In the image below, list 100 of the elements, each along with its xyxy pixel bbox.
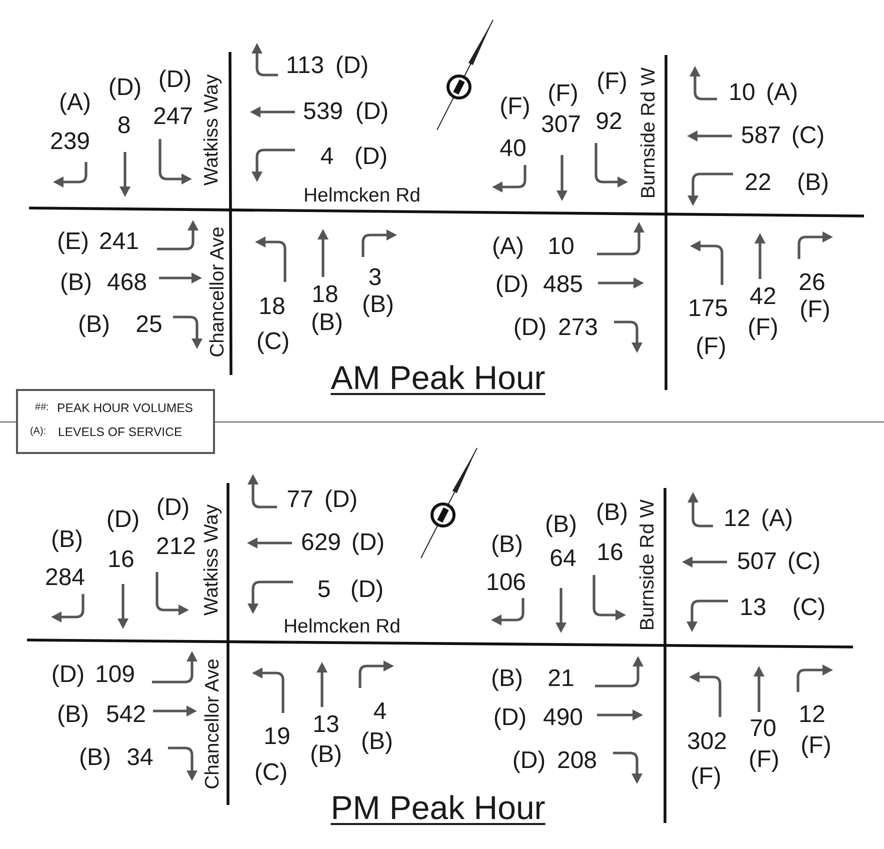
traffic-volume: 542 (106, 703, 146, 727)
service-level: (B) (362, 293, 394, 317)
service-level: (C) (792, 596, 826, 620)
traffic-volume: 25 (136, 313, 162, 337)
service-level: (F) (800, 734, 832, 758)
traffic-volume: 106 (486, 571, 526, 595)
street-name: Chancellor Ave (203, 658, 223, 790)
traffic-volume: 629 (300, 531, 342, 555)
service-level: (D) (354, 145, 388, 169)
service-level: (D) (108, 76, 142, 100)
service-level: (B) (797, 171, 829, 195)
service-level: (F) (696, 335, 726, 359)
street-name: Watkiss Way (202, 74, 222, 186)
traffic-volume: 109 (94, 663, 136, 687)
service-level: (B) (310, 743, 342, 767)
traffic-volume: 77 (286, 488, 314, 512)
traffic-volume: 40 (500, 137, 526, 161)
traffic-volume: 175 (688, 297, 728, 321)
legend-text: LEVELS OF SERVICE (58, 426, 182, 438)
service-level: (C) (256, 330, 290, 354)
service-level: (B) (596, 501, 628, 525)
traffic-volume: 12 (798, 703, 826, 727)
service-level: (F) (596, 70, 628, 94)
traffic-volume: 8 (117, 114, 131, 138)
traffic-volume: 42 (750, 285, 776, 309)
traffic-volume: 92 (596, 110, 622, 134)
service-level: (F) (800, 298, 830, 322)
service-level: (C) (787, 550, 821, 574)
legend-key: (A): (30, 427, 46, 437)
street-name: Burnside Rd W (638, 499, 658, 631)
service-level: (C) (254, 761, 288, 785)
traffic-volume: 18 (312, 283, 338, 307)
service-level: (D) (335, 54, 369, 78)
service-level: (B) (491, 533, 523, 557)
legend-key: ##: (35, 403, 49, 413)
street-name: Helmcken Rd (283, 617, 401, 637)
traffic-volume: 113 (286, 54, 324, 78)
traffic-volume: 490 (542, 706, 584, 730)
panel-heading: AM Peak Hour (330, 359, 546, 397)
service-level: (D) (158, 68, 192, 92)
street-name: Burnside Rd W (639, 67, 659, 199)
service-level: (F) (748, 748, 780, 772)
legend-text: PEAK HOUR VOLUMES (57, 402, 193, 414)
service-level: (F) (548, 82, 578, 106)
traffic-volume: 10 (728, 81, 756, 105)
service-level: (B) (361, 730, 393, 754)
traffic-volume: 212 (156, 535, 196, 559)
traffic-volume: 307 (540, 113, 582, 137)
traffic-volume: 5 (317, 578, 331, 602)
service-level: (B) (491, 667, 523, 691)
traffic-volume: 273 (558, 316, 598, 340)
traffic-volume: 70 (750, 717, 776, 741)
traffic-volume: 284 (44, 566, 86, 590)
traffic-volume: 539 (302, 100, 344, 124)
service-level: (D) (106, 508, 140, 532)
traffic-volume: 587 (740, 124, 782, 148)
service-level: (A) (59, 91, 91, 115)
service-level: (B) (79, 746, 111, 770)
traffic-volume: 247 (152, 105, 194, 129)
service-level: (B) (51, 528, 83, 552)
traffic-volume: 13 (312, 713, 340, 737)
traffic-volume: 4 (373, 700, 387, 724)
traffic-volume: 16 (108, 548, 134, 572)
service-level: (F) (748, 316, 778, 340)
service-level: (B) (60, 271, 92, 295)
traffic-volume: 239 (50, 130, 90, 154)
service-level: (F) (690, 765, 722, 789)
traffic-volume: 21 (548, 667, 574, 691)
service-level: (D) (324, 488, 358, 512)
traffic-volume: 26 (798, 271, 826, 295)
traffic-volume: 4 (320, 145, 334, 169)
traffic-volume: 468 (106, 271, 148, 295)
service-level: (A) (761, 507, 793, 531)
service-level: (A) (766, 81, 798, 105)
service-level: (D) (493, 706, 527, 730)
traffic-volume: 13 (740, 596, 766, 620)
service-level: (B) (545, 513, 577, 537)
service-level: (E) (57, 230, 89, 254)
street-name: Helmcken Rd (303, 186, 421, 206)
traffic-volume: 485 (542, 273, 584, 297)
service-level: (B) (78, 313, 110, 337)
street-name: Watkiss Way (202, 504, 222, 616)
service-level: (D) (351, 531, 385, 555)
service-level: (D) (156, 496, 190, 520)
traffic-volume: 18 (258, 295, 286, 319)
traffic-volume: 34 (126, 746, 154, 770)
service-level: (B) (57, 703, 89, 727)
service-level: (D) (513, 316, 547, 340)
traffic-volume: 208 (556, 749, 598, 773)
service-level: (C) (791, 124, 825, 148)
service-level: (D) (350, 578, 384, 602)
traffic-volume: 22 (744, 171, 772, 195)
traffic-volume: 507 (736, 550, 778, 574)
traffic-volume: 241 (98, 230, 140, 254)
traffic-volume: 302 (686, 730, 728, 754)
street-name: Chancellor Ave (208, 226, 228, 358)
service-level: (A) (492, 235, 524, 259)
service-level: (F) (500, 95, 530, 119)
traffic-volume: 19 (264, 725, 290, 749)
service-level: (D) (355, 100, 389, 124)
